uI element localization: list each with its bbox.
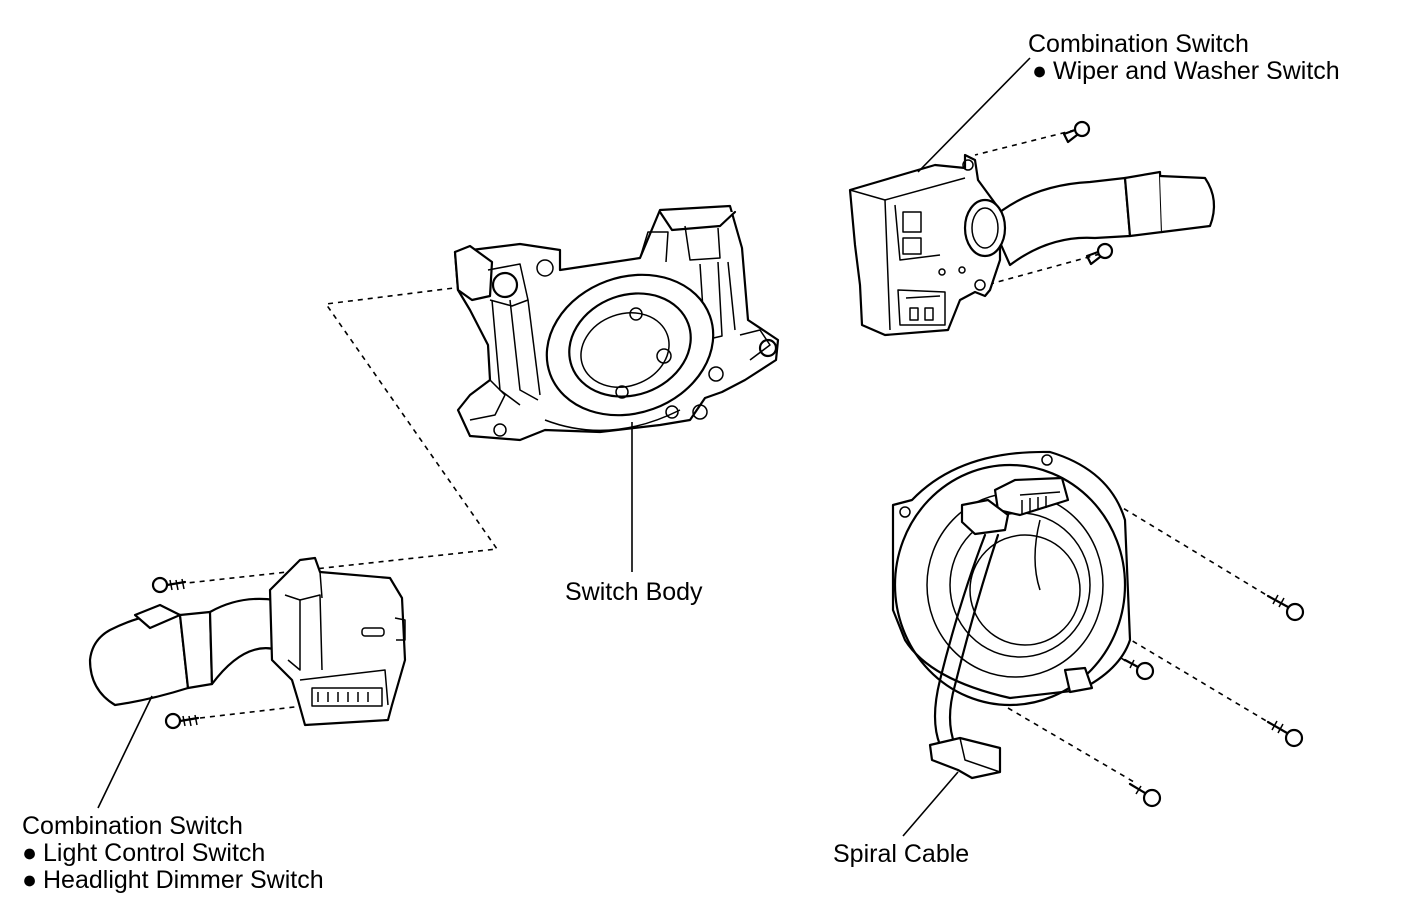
label-bullet: Wiper and Washer Switch xyxy=(1053,57,1340,85)
light-switch-part xyxy=(88,556,407,730)
screw-icon xyxy=(1128,782,1162,808)
label-bullet: Headlight Dimmer Switch xyxy=(43,866,324,894)
screw-icon xyxy=(151,576,187,594)
screw-icon xyxy=(1123,658,1155,681)
screw-icon xyxy=(1085,242,1114,266)
wiper-switch-part xyxy=(848,120,1216,337)
bullet-icon: ● xyxy=(1032,57,1047,85)
label-wiper-switch: Combination Switch ● Wiper and Washer Sw… xyxy=(1028,30,1340,85)
leader-lines xyxy=(97,57,1031,837)
label-title: Switch Body xyxy=(565,578,703,606)
spiral-cable-part xyxy=(891,450,1305,808)
label-title: Spiral Cable xyxy=(833,840,969,868)
screw-icon xyxy=(1062,120,1091,144)
screw-icon xyxy=(1266,720,1304,748)
switch-body-part xyxy=(453,204,780,442)
screw-icon xyxy=(164,712,200,730)
screw-icon xyxy=(1266,594,1305,622)
label-title: Combination Switch xyxy=(22,812,243,840)
label-switch-body: Switch Body xyxy=(565,578,703,606)
bullet-icon: ● xyxy=(22,839,37,867)
label-bullet: Light Control Switch xyxy=(43,839,265,867)
label-light-switch: Combination Switch ● Light Control Switc… xyxy=(22,812,324,894)
bullet-icon: ● xyxy=(22,866,37,894)
label-spiral-cable: Spiral Cable xyxy=(833,840,969,868)
label-title: Combination Switch xyxy=(1028,30,1249,58)
